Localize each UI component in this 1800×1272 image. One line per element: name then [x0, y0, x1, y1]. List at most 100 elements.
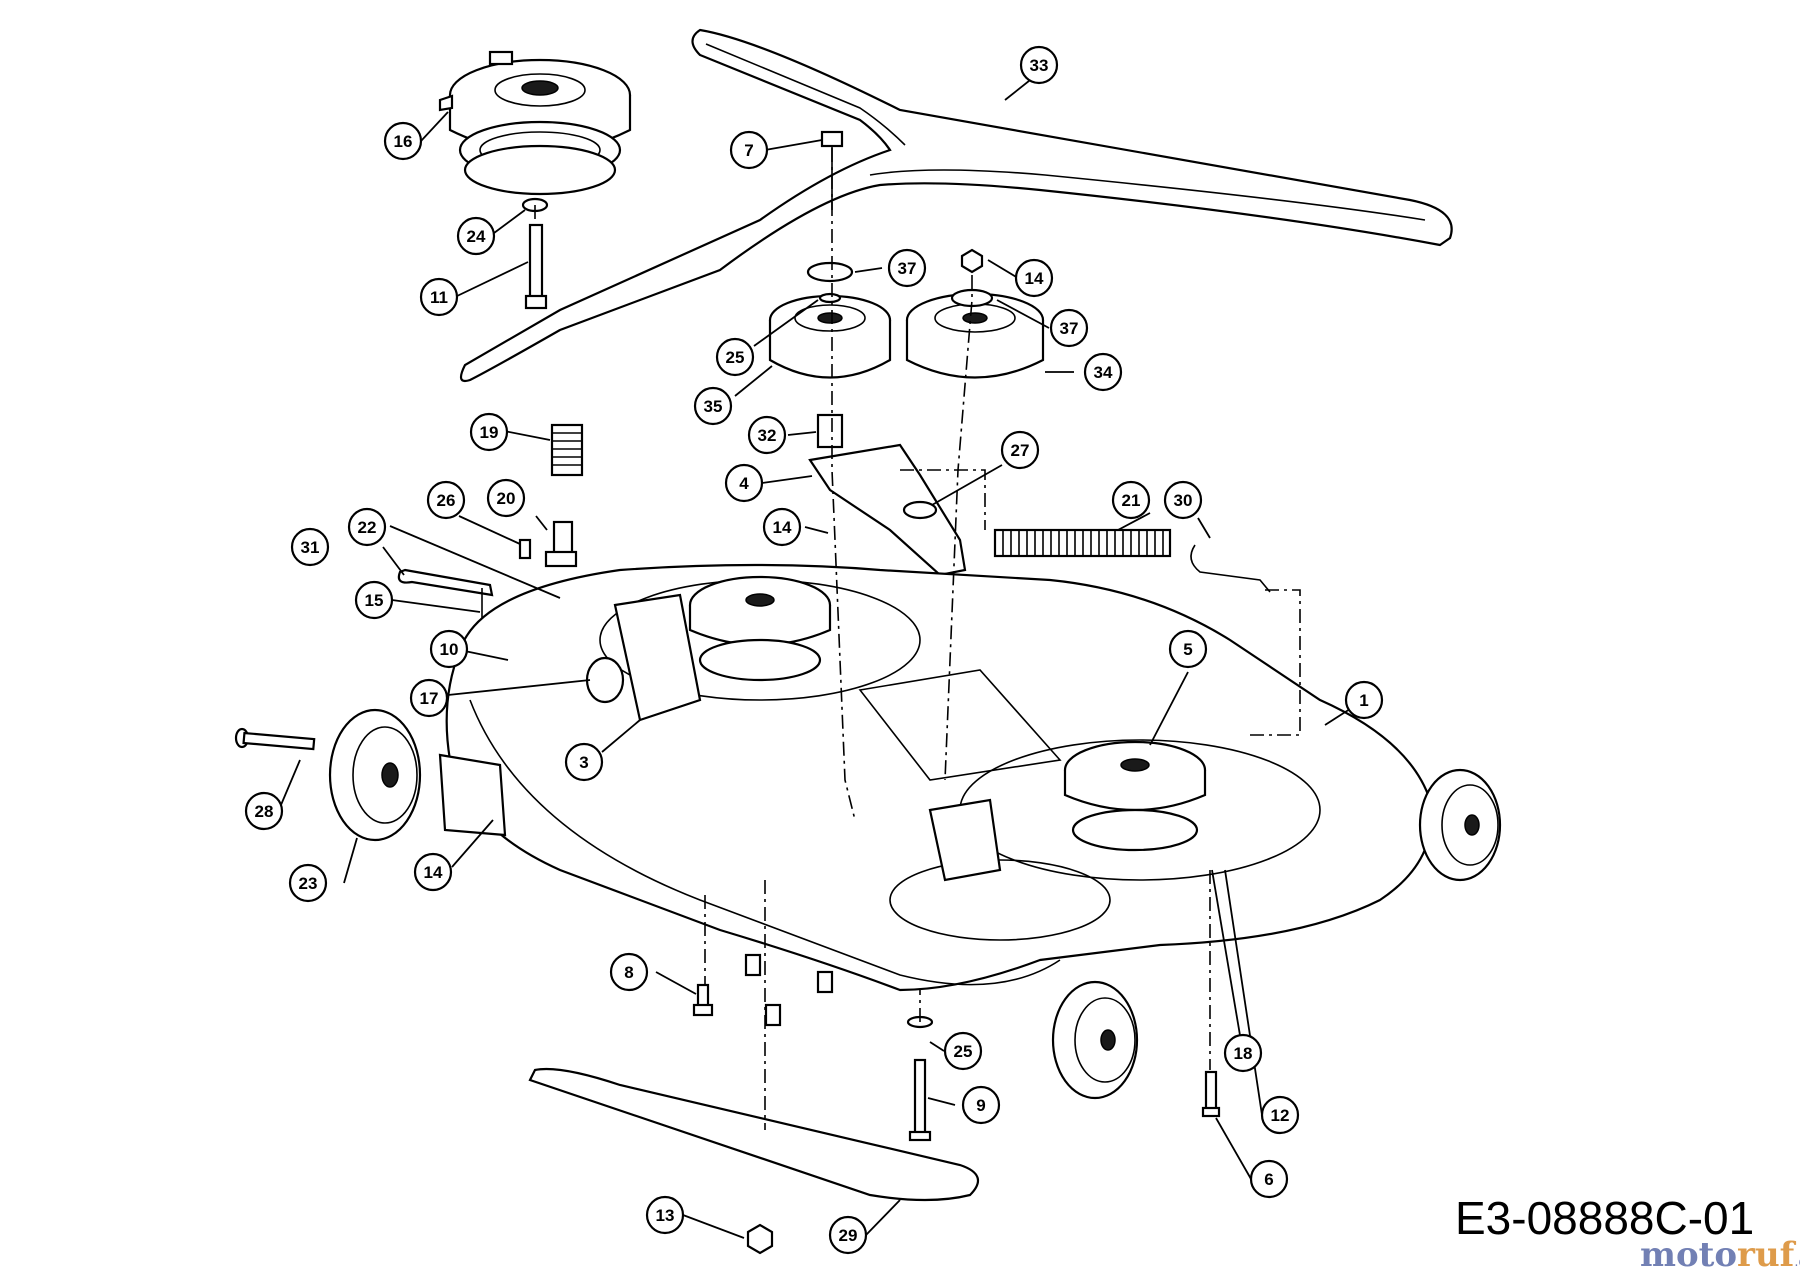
svg-text:12: 12 [1271, 1106, 1290, 1125]
svg-text:33: 33 [1030, 56, 1049, 75]
svg-text:5: 5 [1183, 640, 1192, 659]
svg-text:26: 26 [437, 491, 456, 510]
svg-text:3: 3 [579, 753, 588, 772]
screw-8 [692, 983, 714, 1017]
deck-hanger-right [928, 798, 1002, 882]
callout-13: 13 [645, 1195, 685, 1235]
svg-text:7: 7 [744, 141, 753, 160]
spindle-pulley-5 [1063, 740, 1207, 852]
drawing-code: E3-08888C-01 [1455, 1192, 1754, 1244]
electric-clutch [438, 50, 632, 196]
callout-29: 29 [828, 1215, 868, 1255]
callout-23: 23 [288, 863, 328, 903]
svg-text:6: 6 [1264, 1170, 1273, 1189]
callout-18: 18 [1223, 1033, 1263, 1073]
svg-text:27: 27 [1011, 441, 1030, 460]
callout-27: 27 [1000, 430, 1040, 470]
bolt-11 [524, 223, 548, 310]
svg-text:32: 32 [758, 426, 777, 445]
callout-11: 11 [419, 277, 459, 317]
bearing-37-left [806, 261, 854, 283]
assembly-center-lines [534, 148, 1301, 1130]
nut-13 [746, 1223, 774, 1255]
nut-14-top [960, 248, 984, 274]
svg-text:14: 14 [773, 518, 792, 537]
bolt-9 [908, 1058, 932, 1142]
screw-8b [744, 953, 762, 977]
idler-bracket-4 [808, 443, 967, 577]
callout-1: 1 [1344, 680, 1384, 720]
callout-16: 16 [383, 121, 423, 161]
gauge-wheel-right-rear [1418, 768, 1502, 882]
callout-14-spare: 14 [415, 854, 451, 890]
gauge-wheel-right-front [1051, 980, 1139, 1100]
callout-37-right: 37 [1049, 308, 1089, 348]
svg-text:13: 13 [656, 1206, 675, 1225]
idler-pulley-35 [768, 294, 892, 379]
callout-22: 22 [347, 507, 387, 547]
screw-8d [764, 1003, 782, 1027]
svg-text:21: 21 [1122, 491, 1141, 510]
callout-26: 26 [426, 480, 466, 520]
svg-text:14: 14 [424, 863, 443, 882]
svg-text:23: 23 [299, 874, 318, 893]
svg-text:14: 14 [1025, 269, 1044, 288]
gauge-wheel-23 [328, 708, 422, 842]
callout-21: 21 [1111, 480, 1151, 520]
callout-7: 7 [729, 130, 769, 170]
callout-25-top: 25 [715, 337, 755, 377]
spring-rod-30 [1190, 544, 1271, 593]
bolt-6 [1201, 1070, 1221, 1118]
callout-9: 9 [961, 1085, 1001, 1125]
spindle-pulley-left [688, 575, 832, 682]
callout-4: 4 [724, 463, 764, 503]
svg-text:34: 34 [1094, 363, 1113, 382]
svg-text:20: 20 [497, 489, 516, 508]
callout-34: 34 [1083, 352, 1123, 392]
callout-5: 5 [1168, 629, 1208, 669]
svg-text:35: 35 [704, 397, 723, 416]
callout-10: 10 [429, 629, 469, 669]
callout-20: 20 [486, 478, 526, 518]
callout-25-bottom: 25 [943, 1031, 983, 1071]
callout-3: 3 [564, 742, 604, 782]
screw-26 [518, 538, 532, 560]
spacer-32 [816, 413, 844, 449]
axle-bolt-28 [234, 727, 316, 751]
screw-8c [816, 970, 834, 994]
svg-text:8: 8 [624, 963, 633, 982]
bushing-27 [902, 500, 938, 520]
callout-31: 31 [290, 527, 330, 567]
svg-text:25: 25 [954, 1042, 973, 1061]
svg-text:30: 30 [1174, 491, 1193, 510]
svg-text:4: 4 [739, 474, 749, 493]
callout-28: 28 [244, 791, 284, 831]
callout-12: 12 [1260, 1095, 1300, 1135]
callout-14-idler: 14 [762, 507, 802, 547]
callout-14-wheel: 14 [413, 852, 453, 892]
callout-24: 24 [456, 216, 496, 256]
svg-text:37: 37 [898, 259, 917, 278]
watermark-logo: motoruf.de [1640, 1235, 1800, 1272]
svg-text:31: 31 [301, 538, 320, 557]
callout-19: 19 [469, 412, 509, 452]
callout-32: 32 [747, 415, 787, 455]
deck-hanger-3 [613, 593, 702, 722]
washer-25-top [818, 292, 842, 304]
svg-text:motoruf.de: motoruf.de [1640, 1235, 1800, 1272]
svg-text:25: 25 [726, 348, 745, 367]
fitting-20 [544, 520, 578, 568]
callout-15: 15 [354, 580, 394, 620]
svg-text:28: 28 [255, 802, 274, 821]
svg-text:18: 18 [1234, 1044, 1253, 1063]
callout-17: 17 [409, 678, 449, 718]
lift-handle-31 [397, 568, 494, 597]
svg-text:29: 29 [839, 1226, 858, 1245]
drive-belt [459, 28, 1453, 383]
spring-19 [550, 423, 584, 477]
callout-37-left: 37 [887, 248, 927, 288]
leader-lines [277, 72, 1365, 1239]
svg-text:22: 22 [358, 518, 377, 537]
